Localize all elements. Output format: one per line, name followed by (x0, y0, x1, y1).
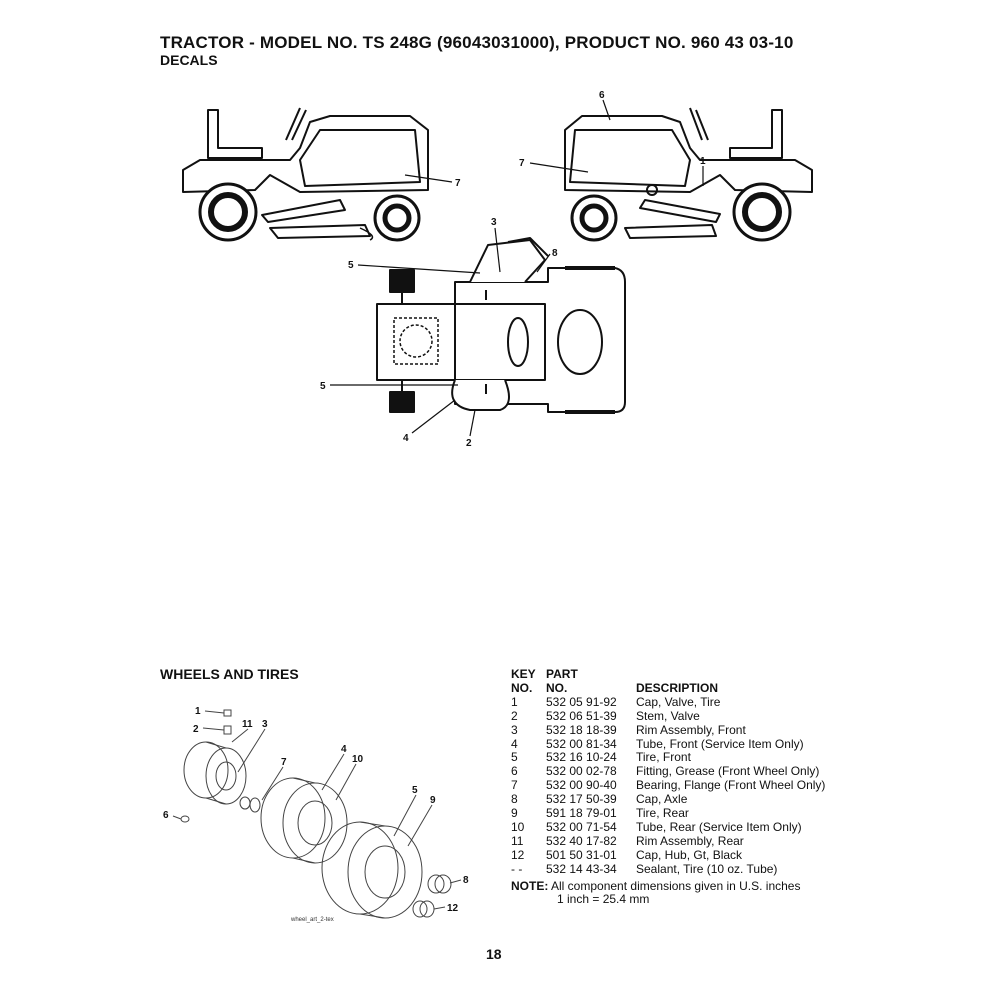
wheel-callout: 3 (262, 719, 268, 730)
wheel-callout: 10 (352, 754, 364, 765)
decal-callout: 5 (320, 381, 326, 392)
header-description: DESCRIPTION (636, 680, 719, 695)
decal-callout: 7 (519, 158, 525, 169)
decal-callout: 2 (466, 438, 472, 449)
art-reference-label: wheel_art_2-tex (290, 917, 334, 923)
tractor-top-view (376, 237, 626, 414)
wheel-callout: 7 (281, 757, 287, 768)
wheels-diagram (172, 709, 462, 919)
dimension-note: NOTE: All component dimensions given in … (511, 880, 800, 906)
note-label: NOTE: (511, 879, 549, 893)
decal-callout: 3 (491, 217, 497, 228)
wheel-callout: 8 (463, 875, 469, 886)
decal-callout: 4 (403, 433, 409, 444)
decal-callout: 5 (348, 260, 354, 271)
wheel-callout: 5 (412, 785, 418, 796)
tractor-side-view-left (182, 107, 429, 242)
note-line-1: All component dimensions given in U.S. i… (551, 879, 801, 893)
wheel-callout: 9 (430, 795, 436, 806)
wheel-callout: 2 (193, 724, 199, 735)
note-line-2: 1 inch = 25.4 mm (557, 892, 650, 906)
decal-callout: 1 (700, 156, 706, 167)
wheel-callout: 6 (163, 810, 169, 821)
wheel-callout: 11 (242, 719, 253, 730)
page-number: 18 (486, 946, 502, 962)
decal-callout: 8 (552, 248, 558, 259)
decal-callout: 7 (455, 178, 461, 189)
page-subtitle: DECALS (160, 52, 218, 68)
tractor-side-view-right (564, 107, 813, 242)
page-title: TRACTOR - MODEL NO. TS 248G (96043031000… (160, 33, 794, 52)
decal-callout: 6 (599, 90, 605, 101)
wheel-callout: 1 (195, 706, 201, 717)
wheel-callout: 12 (447, 903, 459, 914)
section-title-wheels: WHEELS AND TIRES (160, 666, 299, 682)
wheel-callout: 4 (341, 744, 347, 755)
